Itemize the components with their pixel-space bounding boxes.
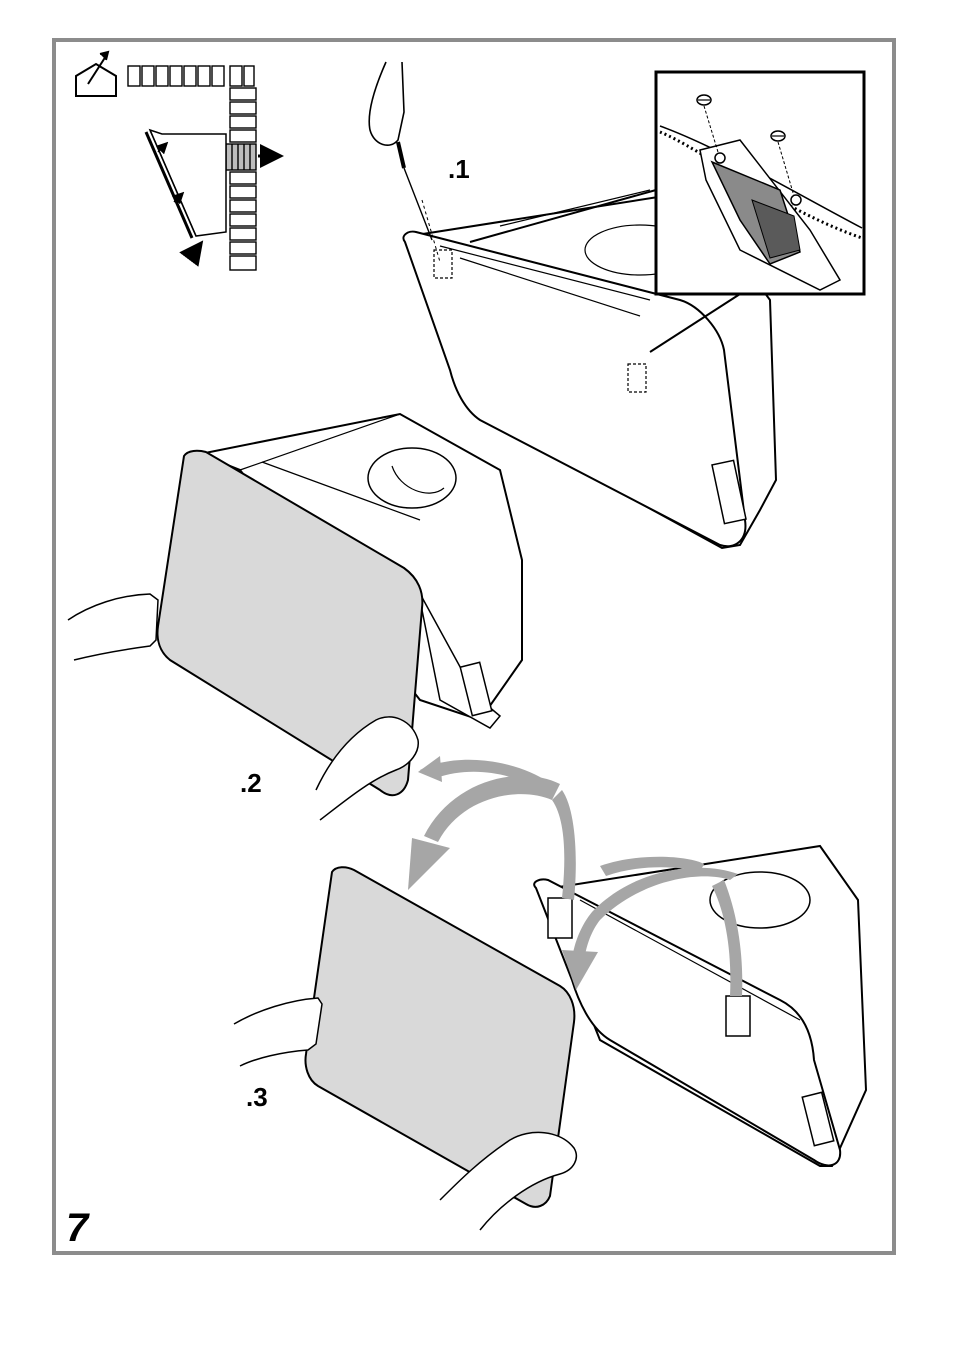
step-2-label: .2 xyxy=(240,768,262,799)
hood-side-profile xyxy=(146,130,226,258)
screwdriver-icon xyxy=(369,62,440,262)
figure-number: 7 xyxy=(66,1206,88,1251)
step-3-label: .3 xyxy=(246,1082,268,1113)
step-1-label: .1 xyxy=(448,154,470,185)
house-exhaust-icon xyxy=(76,52,116,96)
hood-step-3 xyxy=(534,846,866,1166)
